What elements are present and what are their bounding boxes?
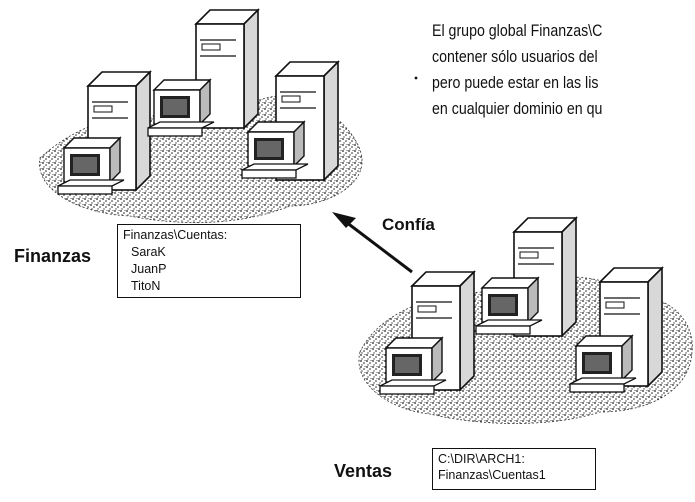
workstation-icon — [241, 121, 309, 179]
workstation-icon — [147, 79, 215, 137]
acl-path: C:\DIR\ARCH1: — [438, 452, 525, 466]
trust-label: Confía — [382, 215, 435, 234]
description-line: El grupo global Finanzas\C — [432, 22, 603, 40]
acl-entry: Finanzas\Cuentas1 — [438, 468, 546, 482]
workstation-icon — [379, 337, 447, 395]
group-title: Finanzas\Cuentas: — [123, 228, 228, 242]
description-paragraph: El grupo global Finanzas\C contener sólo… — [432, 18, 658, 122]
ventas-domain-label: Ventas — [334, 461, 393, 481]
finanzas-group-box: Finanzas\Cuentas: SaraK JuanP TitoN — [117, 224, 301, 298]
ventas-acl-box: C:\DIR\ARCH1: Finanzas\Cuentas1 — [432, 448, 596, 490]
description-line: pero puede estar en las lis — [432, 74, 599, 92]
group-member: SaraK — [131, 245, 166, 259]
workstation-icon — [475, 277, 543, 335]
description-line: en cualquier dominio en qu — [432, 100, 603, 118]
arrow-icon — [332, 212, 413, 274]
description-line: contener sólo usuarios del — [432, 48, 598, 66]
workstation-icon — [569, 335, 637, 393]
finanzas-network-cluster — [39, 9, 363, 223]
group-member: TitoN — [131, 279, 161, 293]
group-member: JuanP — [131, 262, 167, 276]
workstation-icon — [57, 137, 125, 195]
ventas-network-cluster — [358, 217, 693, 424]
finanzas-domain-label: Finanzas — [14, 246, 92, 266]
